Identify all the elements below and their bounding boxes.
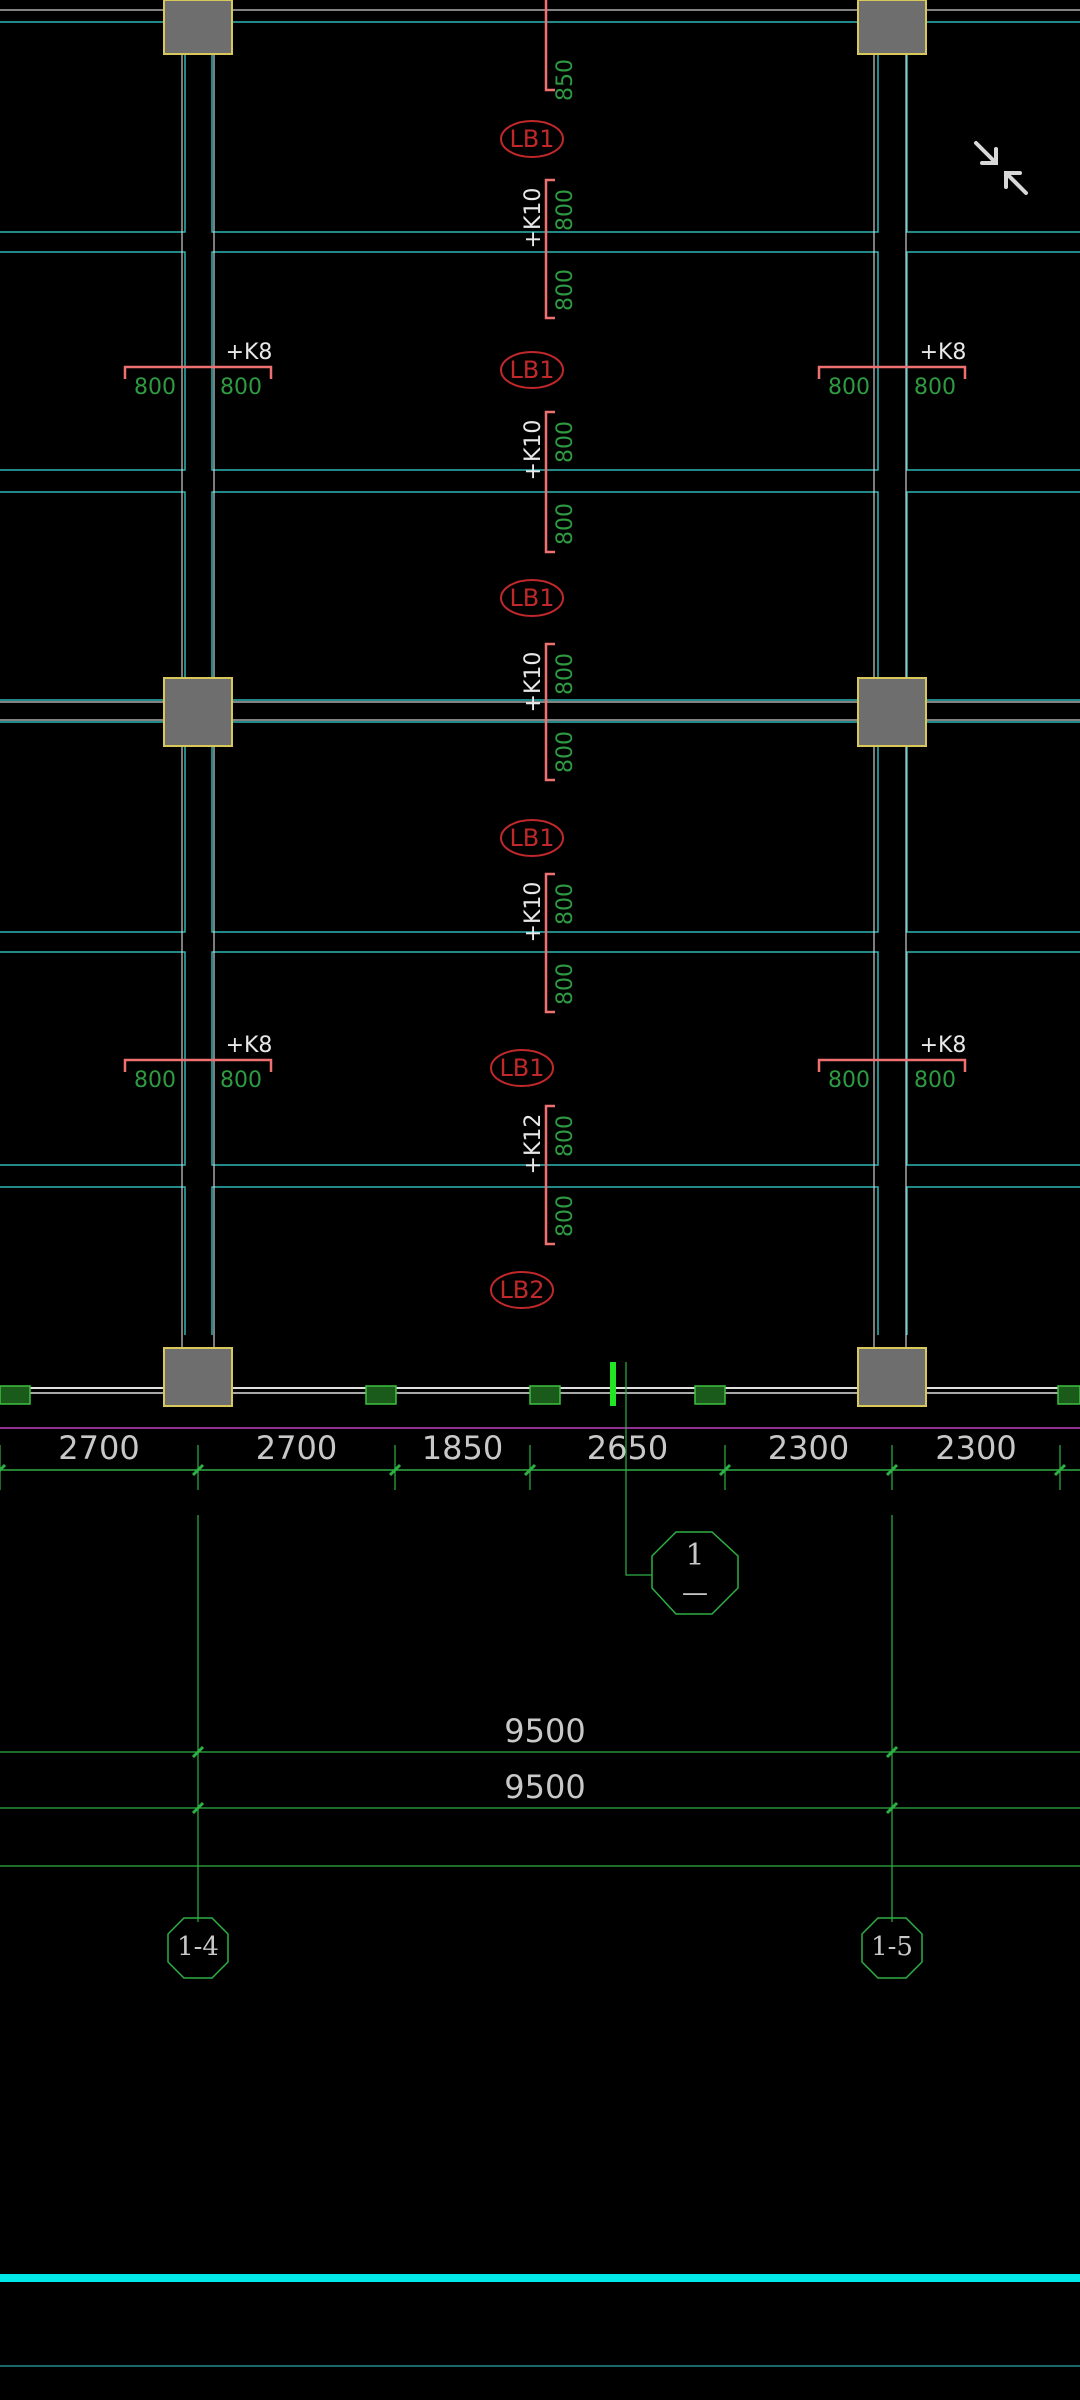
section-value-top: 800 [553, 883, 578, 925]
section-bracket [544, 410, 555, 554]
section-value-right: 800 [914, 375, 956, 400]
section-value-right: 800 [220, 375, 262, 400]
dimension-tick [0, 1463, 7, 1473]
section-value-bottom: 800 [553, 1195, 578, 1237]
axis-label: 1-5 [871, 1932, 913, 1962]
section-bracket [817, 1058, 967, 1072]
section-value-top: 800 [553, 189, 578, 231]
beam-tag-outline [500, 351, 564, 389]
section-bracket [544, 642, 555, 782]
columns [163, 0, 927, 1407]
column [163, 0, 233, 55]
beam-tag-outline [490, 1271, 554, 1309]
section-mark-label: +K10 [521, 188, 546, 249]
section-bracket [544, 1104, 555, 1246]
segment-dimensions: 2700 2700 1850 2650 2300 2300 [0, 1429, 1067, 1490]
beam-tag-outline [490, 1049, 554, 1087]
section-value-top: 850 [553, 59, 578, 101]
section-number: 1 [685, 1538, 704, 1573]
column [163, 677, 233, 747]
section-cut-mark [610, 1362, 616, 1406]
horizontal-section-marks: +K8 800 800 +K8 800 800 +K8 800 800 +K8 800 800 [123, 340, 967, 1093]
section-mark-label: +K10 [521, 420, 546, 481]
section-bracket [544, 872, 555, 1014]
section-value-left: 800 [828, 375, 870, 400]
dimension-tick [523, 1463, 537, 1477]
section-mark-label: +K10 [521, 652, 546, 713]
section-mark-label: +K12 [521, 1114, 546, 1175]
total-dimension-2: 9500 [504, 1768, 585, 1806]
beam-tag: LB1 [509, 824, 554, 852]
section-value-bottom: 800 [553, 963, 578, 1005]
section-bracket [123, 1058, 273, 1072]
segment-dimension: 2700 [58, 1429, 139, 1467]
section-bracket [544, 178, 555, 320]
beam-tag: LB1 [509, 584, 554, 612]
section-value-bottom: 800 [553, 731, 578, 773]
section-value-bottom: 800 [553, 269, 578, 311]
dimension-tick [718, 1463, 732, 1477]
tick-marks-totals [191, 1745, 899, 1815]
exit-fullscreen-icon [974, 141, 1028, 195]
section-bracket [544, 0, 555, 92]
column [857, 1347, 927, 1407]
segment-dimension: 2300 [935, 1429, 1016, 1467]
section-mark-label: +K10 [521, 882, 546, 943]
section-value-left: 800 [134, 375, 176, 400]
cyan-boundary-line [0, 2274, 1080, 2282]
dimension-tick [1053, 1463, 1067, 1477]
axis-extension-lines [0, 1515, 1080, 1922]
beam-tag: LB1 [499, 1054, 544, 1082]
column [857, 0, 927, 55]
column [163, 1347, 233, 1407]
section-mark-label: +K8 [920, 340, 967, 365]
segment-dimension: 1850 [422, 1429, 503, 1467]
segment-dimension: 2650 [587, 1429, 668, 1467]
dimension-tick [191, 1463, 205, 1477]
beam-tag-outline [500, 120, 564, 158]
section-mark-label: +K8 [226, 340, 273, 365]
beam-tag: LB2 [499, 1276, 544, 1304]
section-value-left: 800 [828, 1068, 870, 1093]
dimension-tick [388, 1463, 402, 1477]
section-bracket [817, 365, 967, 379]
section-value-top: 800 [553, 653, 578, 695]
total-dimension-1: 9500 [504, 1712, 585, 1750]
dimension-tick [885, 1463, 899, 1477]
section-value-top: 800 [553, 1115, 578, 1157]
section-mark-label: +K8 [226, 1033, 273, 1058]
beam-tag: LB1 [509, 356, 554, 384]
axis-label: 1-4 [177, 1932, 219, 1962]
section-value-top: 800 [553, 421, 578, 463]
column [857, 677, 927, 747]
segment-dimension: 2300 [768, 1429, 849, 1467]
section-value-right: 800 [914, 1068, 956, 1093]
beam-tag: LB1 [509, 125, 554, 153]
section-value-left: 800 [134, 1068, 176, 1093]
section-value-bottom: 800 [553, 503, 578, 545]
exit-fullscreen-button[interactable] [968, 135, 1034, 201]
section-mark-label: +K8 [920, 1033, 967, 1058]
section-value-right: 800 [220, 1068, 262, 1093]
hatch-markers [0, 1385, 1080, 1405]
section-sub: — [682, 1578, 708, 1608]
section-bracket [123, 365, 273, 379]
beam-tag-outline [500, 579, 564, 617]
axis-bubble-1-5: 1-5 [861, 1917, 923, 1979]
vertical-section-marks: 850 800 800 +K10 800 800 +K10 800 800 +K10 800 800 +… [521, 0, 578, 1246]
section-marker: 1 — [625, 1362, 739, 1615]
segment-dimension: 2700 [256, 1429, 337, 1467]
beam-tag-outline [500, 819, 564, 857]
axis-bubble-1-4: 1-4 [167, 1917, 229, 1979]
